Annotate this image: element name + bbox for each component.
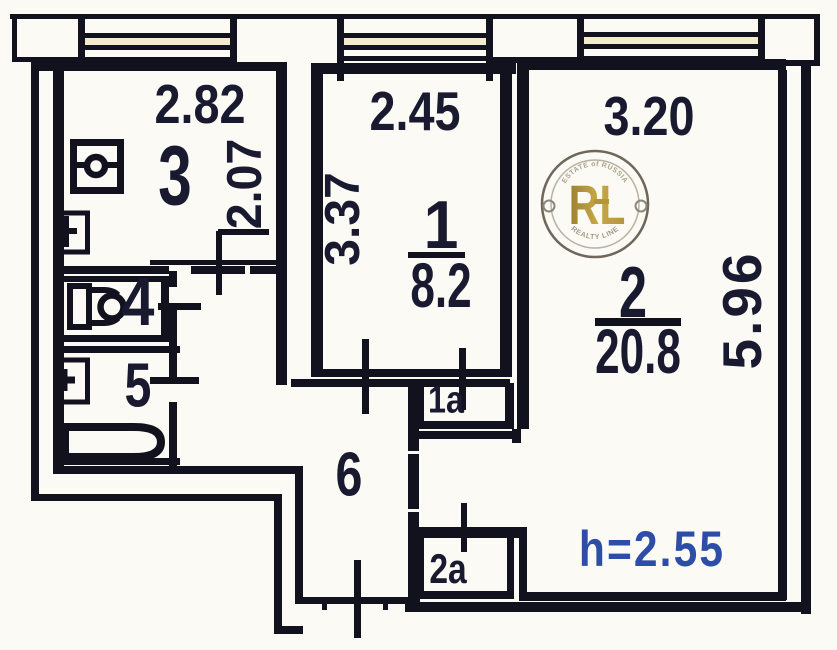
- svg-text:RL: RL: [569, 173, 626, 236]
